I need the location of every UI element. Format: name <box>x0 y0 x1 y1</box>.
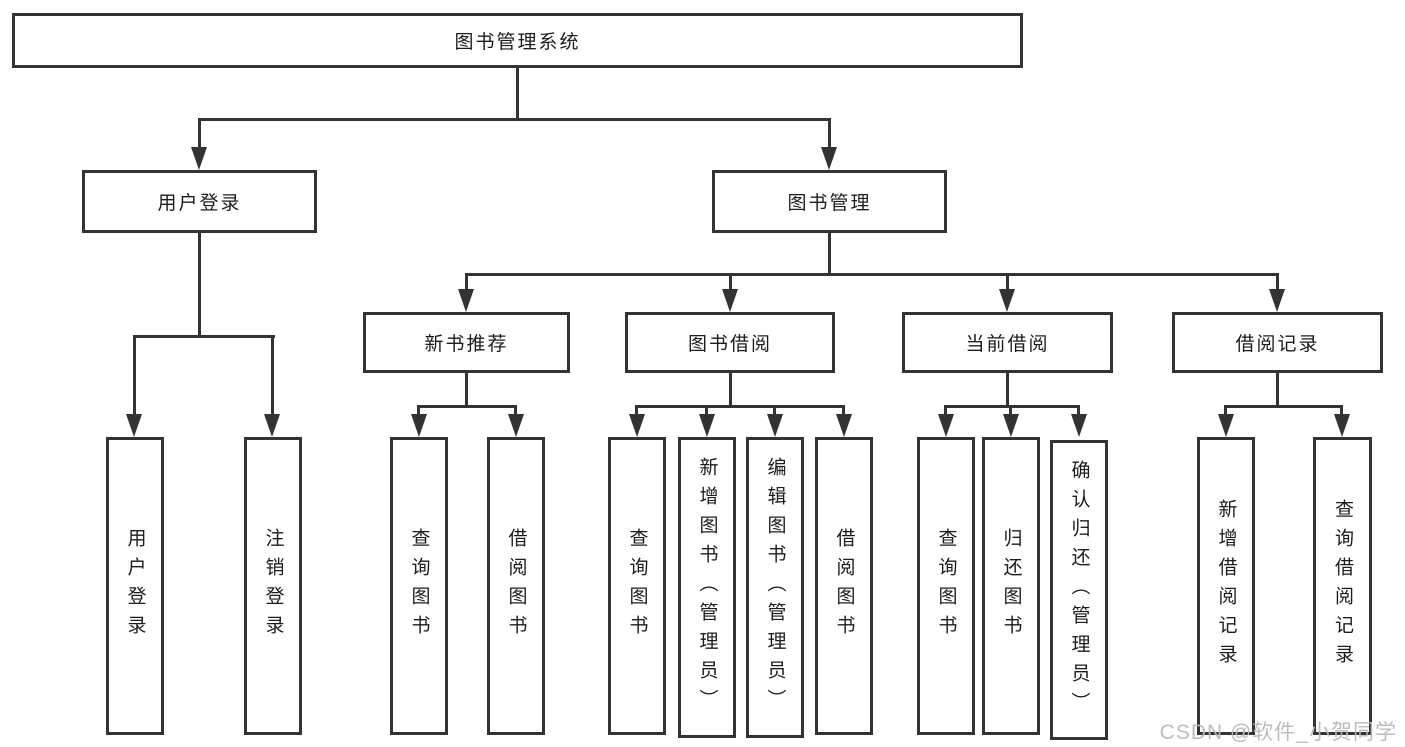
leaf-add-books-admin: 新增图书（管理员） <box>678 437 736 738</box>
connector-line <box>1224 405 1343 408</box>
arrow-down-icon <box>508 414 524 437</box>
node-user-login: 用户登录 <box>82 170 317 233</box>
arrow-down-icon <box>821 147 837 170</box>
arrow-down-icon <box>1269 289 1285 312</box>
connector-line <box>465 373 468 408</box>
leaf-query-books-recommend: 查询图书 <box>390 437 448 735</box>
leaf-label: 借阅图书 <box>505 528 527 644</box>
connector-line <box>828 118 831 151</box>
connector-line <box>944 405 1080 408</box>
leaf-user-login: 用户登录 <box>106 437 164 735</box>
arrow-down-icon <box>411 414 427 437</box>
connector-line <box>729 373 732 408</box>
connector-line <box>1006 273 1009 293</box>
connector-line <box>516 68 519 121</box>
node-label: 借阅记录 <box>1235 334 1320 355</box>
connector-line <box>271 335 274 417</box>
leaf-label: 查询图书 <box>626 528 648 644</box>
leaf-label: 确认归还（管理员） <box>1068 459 1090 721</box>
connector-line <box>417 405 420 419</box>
leaf-return-books: 归还图书 <box>982 437 1040 735</box>
leaf-label: 借阅图书 <box>833 528 855 644</box>
node-label: 图书管理系统 <box>454 32 581 53</box>
node-book-management: 图书管理 <box>712 170 947 233</box>
leaf-edit-books-admin: 编辑图书（管理员） <box>746 437 804 738</box>
connector-line <box>635 405 845 408</box>
arrow-down-icon <box>1003 414 1019 437</box>
connector-line <box>1340 405 1343 419</box>
leaf-borrow-books-recommend: 借阅图书 <box>487 437 545 735</box>
connector-line <box>1077 405 1080 419</box>
connector-line <box>417 405 517 408</box>
leaf-add-borrow-record: 新增借阅记录 <box>1197 437 1255 735</box>
node-new-book-recommend: 新书推荐 <box>363 312 570 373</box>
leaf-label: 编辑图书（管理员） <box>764 457 786 718</box>
leaf-label: 查询图书 <box>408 528 430 644</box>
arrow-down-icon <box>264 414 280 437</box>
node-book-borrow: 图书借阅 <box>625 312 835 373</box>
csdn-watermark: CSDN @软件_小贺同学 <box>1159 721 1397 744</box>
arrow-down-icon <box>458 289 474 312</box>
arrow-down-icon <box>699 414 715 437</box>
arrow-down-icon <box>836 414 852 437</box>
arrow-down-icon <box>1218 414 1234 437</box>
leaf-borrow-books: 借阅图书 <box>815 437 873 735</box>
connector-line <box>198 118 201 151</box>
connector-line <box>1276 373 1279 408</box>
connector-line <box>1224 405 1227 419</box>
connector-line <box>842 405 845 419</box>
node-library-management-system: 图书管理系统 <box>12 13 1023 68</box>
node-label: 当前借阅 <box>965 334 1050 355</box>
arrow-down-icon <box>1071 414 1087 437</box>
node-current-borrow: 当前借阅 <box>902 312 1113 373</box>
leaf-query-borrow-record: 查询借阅记录 <box>1313 437 1372 735</box>
connector-line <box>198 118 831 121</box>
connector-line <box>465 273 1279 276</box>
arrow-down-icon <box>1334 414 1350 437</box>
node-label: 新书推荐 <box>424 334 509 355</box>
connector-line <box>133 335 275 338</box>
connector-line <box>729 273 732 293</box>
leaf-label: 注销登录 <box>262 528 284 644</box>
connector-line <box>514 405 517 419</box>
connector-line <box>773 405 776 419</box>
connector-line <box>828 233 831 276</box>
connector-line <box>705 405 708 419</box>
leaf-query-books-current: 查询图书 <box>917 437 975 735</box>
node-label: 图书管理 <box>787 193 872 214</box>
node-label: 用户登录 <box>157 193 242 214</box>
connector-line <box>133 335 136 417</box>
connector-line <box>1009 405 1012 419</box>
connector-line <box>465 273 468 293</box>
arrow-down-icon <box>191 147 207 170</box>
connector-line <box>1276 273 1279 293</box>
leaf-confirm-return-admin: 确认归还（管理员） <box>1050 440 1108 740</box>
arrow-down-icon <box>938 414 954 437</box>
arrow-down-icon <box>126 414 142 437</box>
node-borrow-records: 借阅记录 <box>1172 312 1383 373</box>
leaf-label: 查询借阅记录 <box>1332 499 1353 673</box>
leaf-label: 用户登录 <box>124 528 146 644</box>
arrow-down-icon <box>629 414 645 437</box>
leaf-label: 查询图书 <box>935 528 957 644</box>
arrow-down-icon <box>722 289 738 312</box>
arrow-down-icon <box>999 289 1015 312</box>
leaf-label: 新增借阅记录 <box>1215 499 1237 673</box>
leaf-label: 新增图书（管理员） <box>696 457 718 718</box>
connector-line <box>1006 373 1009 408</box>
node-label: 图书借阅 <box>687 334 772 355</box>
connector-line <box>944 405 947 419</box>
leaf-query-books-borrow: 查询图书 <box>608 437 666 735</box>
leaf-logout-login: 注销登录 <box>244 437 302 735</box>
connector-line <box>635 405 638 419</box>
leaf-label: 归还图书 <box>1000 528 1022 644</box>
arrow-down-icon <box>767 414 783 437</box>
connector-line <box>198 233 201 338</box>
